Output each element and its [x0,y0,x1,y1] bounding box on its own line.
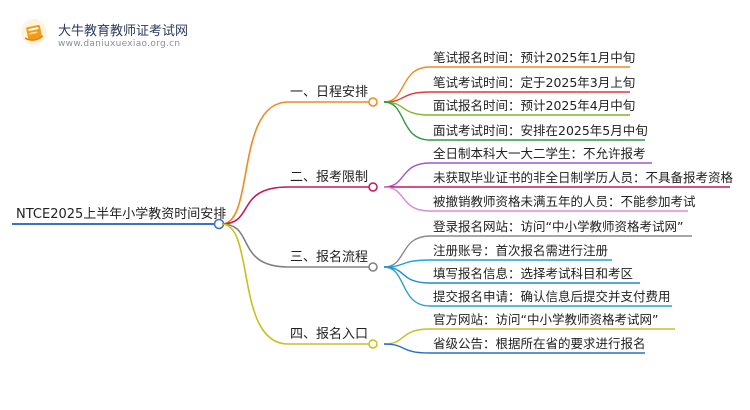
branch-label: 一、日程安排 [290,85,368,100]
leaf-label: 未获取毕业证书的非全日制学历人员：不具备报考资格 [433,170,734,185]
leaf-label: 注册账号：首次报名需进行注册 [433,243,608,258]
leaf-label: 提交报名申请：确认信息后提交并支付费用 [433,289,671,304]
branch-connector [221,223,289,345]
branch-node [368,182,378,192]
brand-url: www.daniuxuexiao.org.cn [58,39,181,49]
leaf-label: 全日制本科大一大二学生：不允许报考 [433,146,646,161]
leaf-connector [383,259,431,268]
branch-connector [221,101,289,225]
branch-connector [221,223,289,268]
root-label: NTCE2025上半年小学教资时间安排 [16,206,226,222]
branch-label: 四、报名入口 [290,326,368,342]
leaf-connector [383,101,431,141]
leaf-connector [383,328,431,345]
leaf-connector [383,162,431,188]
brand-name: 大牛教育教师证考试网 [58,24,189,39]
leaf-connector [383,266,431,307]
leaf-label: 面试报名时间：预计2025年4月中旬 [433,98,635,113]
leaf-connector [383,186,431,212]
leaf-label: 笔试报名时间：预计2025年1月中旬 [433,50,635,65]
leaf-label: 官方网站：访问“中小学教师资格考试网” [433,312,658,327]
branch-connector [221,186,289,225]
branch-label: 三、报名流程 [290,249,368,265]
leaf-label: 被撤销教师资格未满五年的人员：不能参加考试 [433,194,696,209]
leaf-label: 填写报名信息：选择考试科目和考区 [433,266,633,281]
leaf-connector [383,66,431,103]
leaf-label: 面试考试时间：安排在2025年5月中旬 [433,123,648,138]
leaf-label: 登录报名网站：访问“中小学教师资格考试网” [433,219,683,234]
leaf-connector [383,266,431,284]
branch-node [368,262,378,272]
book-logo-icon [21,19,47,45]
branch-label: 二、报考限制 [290,170,368,185]
leaf-label: 笔试考试时间：定于2025年3月上旬 [433,75,635,90]
leaf-connector [383,343,431,354]
branch-node [368,97,378,107]
brand-logo: 大牛教育教师证考试网 www.daniuxuexiao.org.cn [14,10,254,52]
branch-node [368,339,378,349]
leaf-label: 省级公告：根据所在省的要求进行报名 [433,336,646,351]
